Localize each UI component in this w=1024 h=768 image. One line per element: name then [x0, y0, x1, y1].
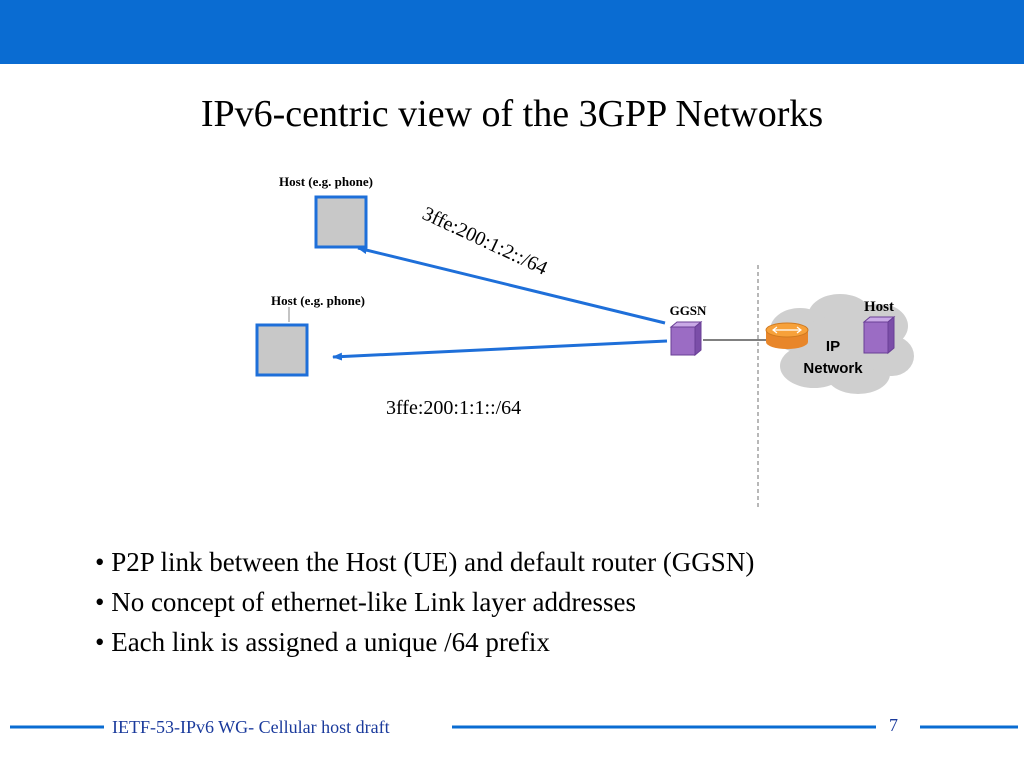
bullet-item: • Each link is assigned a unique /64 pre… [95, 627, 550, 657]
cloud-label-ip: IP [826, 338, 840, 355]
ggsn-label: GGSN [670, 303, 707, 318]
host-top-node [314, 195, 368, 249]
host-mid-node [255, 323, 309, 377]
link-arrow-top [357, 246, 666, 325]
prefix-bottom-label: 3ffe:200:1:1::/64 [386, 397, 521, 419]
header-bar [0, 0, 1024, 64]
bullet-list: • P2P link between the Host (UE) and def… [95, 542, 754, 662]
footer-text: IETF-53-IPv6 WG- Cellular host draft [112, 717, 390, 737]
router-icon [765, 322, 809, 349]
host-mid-label: Host (e.g. phone) [271, 293, 365, 308]
remote-host-node [862, 315, 896, 355]
bullet-item: • P2P link between the Host (UE) and def… [95, 547, 755, 577]
slide-title: IPv6-centric view of the 3GPP Networks [200, 93, 824, 135]
cloud-label-network: Network [803, 360, 863, 377]
page-number: 7 [889, 715, 898, 735]
bullet-item: • No concept of ethernet-like Link layer… [95, 587, 636, 617]
link-arrow-bottom [332, 339, 668, 361]
remote-host-label: Host [864, 299, 894, 315]
ggsn-node [669, 320, 703, 357]
host-top-label: Host (e.g. phone) [279, 174, 373, 189]
